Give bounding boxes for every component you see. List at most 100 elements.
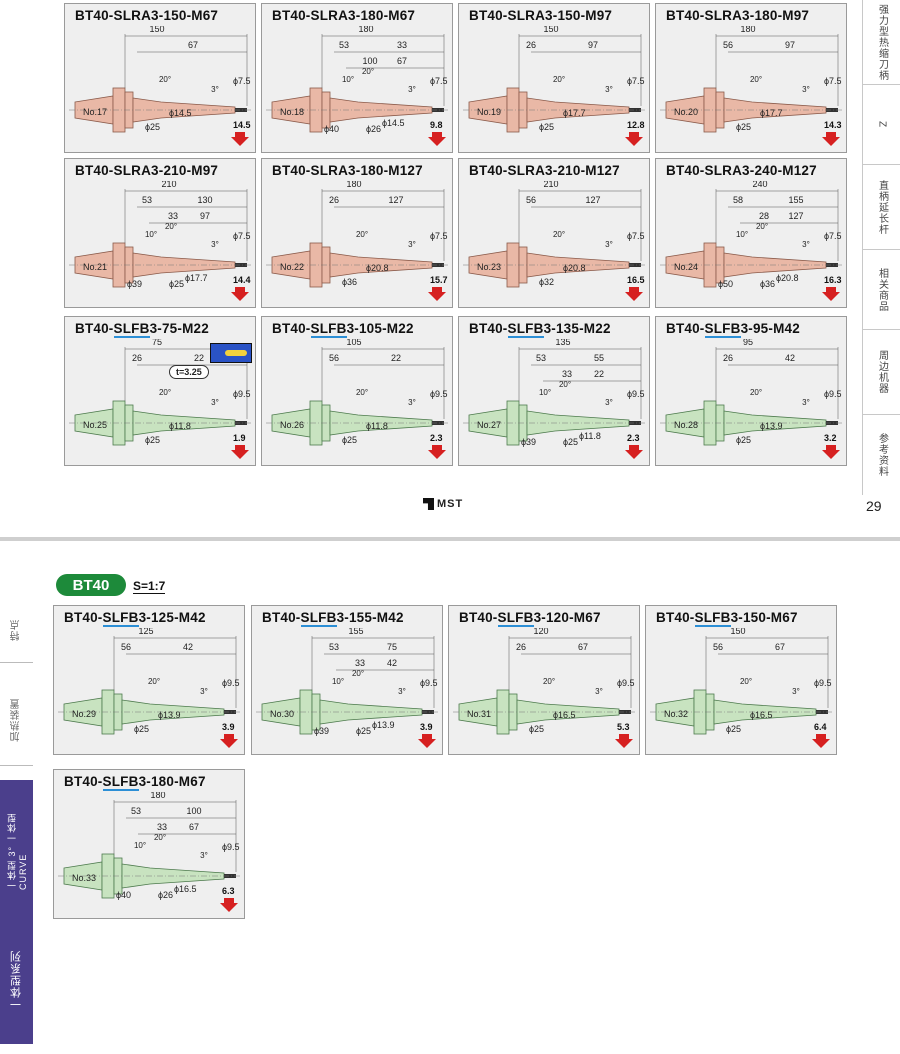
dimension-value: 26: [132, 353, 142, 363]
left-tab-features[interactable]: 特点: [0, 600, 33, 660]
tool-tip: [422, 710, 434, 714]
diameter-value: ϕ7.5: [627, 76, 645, 86]
dimension-value: 180: [150, 792, 165, 800]
item-number: No.26: [280, 420, 304, 430]
dimension-value: 56: [526, 195, 536, 205]
dimension-value: 28: [759, 211, 769, 221]
mass-value: 6.4: [814, 722, 827, 732]
model-suffix: 3-155-M42: [336, 610, 404, 625]
angle-value: 20°: [165, 222, 177, 231]
model-prefix: BT40-: [656, 610, 695, 625]
tool-tip: [235, 263, 247, 267]
model-series: SLFB: [704, 321, 741, 338]
side-tab-label: 周边机器: [876, 350, 888, 394]
side-tab-extension[interactable]: 直柄延长杆: [863, 165, 900, 250]
model-series: SLFB: [102, 774, 139, 791]
left-tab-curve[interactable]: 一体型 3° 一体型 CURVE: [0, 790, 33, 890]
angle-value: 20°: [159, 75, 171, 84]
left-tab-label: 特点: [11, 619, 22, 641]
dimension-value: 180: [740, 26, 755, 34]
angle-value: 20°: [740, 677, 752, 686]
side-tab-related[interactable]: 相关商品: [863, 250, 900, 330]
diameter-value: ϕ39: [314, 726, 329, 736]
model-suffix: 3-105-M22: [346, 321, 414, 336]
down-arrow-icon: [822, 132, 840, 146]
side-tab-machines[interactable]: 周边机器: [863, 330, 900, 415]
product-model: BT40-SLFB3-75-M22: [75, 321, 209, 338]
model-series: SLFB: [300, 610, 337, 627]
left-tab-label: 加热装置: [11, 698, 22, 742]
mass-value: 3.2: [824, 433, 837, 443]
left-tab-heating[interactable]: 加热装置: [0, 685, 33, 755]
dimension-value: 33: [355, 658, 365, 668]
item-number: No.17: [83, 107, 107, 117]
product-model: BT40-SLRA3-180-M127: [272, 163, 423, 178]
diameter-value: ϕ17.7: [563, 108, 586, 118]
angle-value: 20°: [750, 75, 762, 84]
side-tab-reference[interactable]: 参考资料: [863, 415, 900, 495]
tool-tip: [235, 108, 247, 112]
model-prefix: BT40-: [459, 610, 498, 625]
model-series: SLFB: [497, 610, 534, 627]
diameter-value: ϕ7.5: [824, 76, 842, 86]
model-prefix: BT40-SLRA3-240-M127: [666, 163, 817, 178]
angle-value: 10°: [539, 388, 551, 397]
item-number: No.29: [72, 709, 96, 719]
angle-value: 20°: [352, 669, 364, 678]
dimension-value: 125: [138, 628, 153, 636]
angle-value: 3°: [211, 240, 219, 249]
item-number: No.25: [83, 420, 107, 430]
dimension-value: 33: [157, 822, 167, 832]
model-prefix: BT40-SLRA3-180-M97: [666, 8, 810, 23]
dimension-value: 75: [387, 642, 397, 652]
item-number: No.23: [477, 262, 501, 272]
dimension-value: 135: [555, 339, 570, 347]
diameter-value: ϕ25: [563, 437, 578, 447]
angle-value: 10°: [332, 677, 344, 686]
item-number: No.24: [674, 262, 698, 272]
dimension-value: 53: [131, 806, 141, 816]
diameter-value: ϕ25: [134, 724, 149, 734]
down-arrow-icon: [625, 287, 643, 301]
left-tab-series[interactable]: 一体型系列: [0, 925, 33, 1035]
tool-tip: [826, 421, 838, 425]
diameter-value: ϕ17.7: [185, 273, 208, 283]
mass-value: 16.5: [627, 275, 645, 285]
mass-value: 12.8: [627, 120, 645, 130]
diameter-value: ϕ9.5: [430, 389, 448, 399]
dimension-value: 26: [723, 353, 733, 363]
side-tab-power[interactable]: 强力型热缩刀柄: [863, 0, 900, 85]
diameter-value: ϕ9.5: [824, 389, 842, 399]
down-arrow-icon: [822, 445, 840, 459]
dimension-value: 67: [188, 40, 198, 50]
dimension-value: 127: [585, 195, 600, 205]
dimension-value: 130: [197, 195, 212, 205]
mass-value: 2.3: [430, 433, 443, 443]
diameter-value: ϕ20.8: [366, 263, 389, 273]
product-model: BT40-SLFB3-150-M67: [656, 610, 798, 627]
taper-ratio: S=1:7: [133, 579, 166, 594]
diameter-value: ϕ11.8: [169, 421, 191, 431]
side-tab-z[interactable]: Z: [863, 85, 900, 165]
dimension-value: 100: [362, 56, 377, 66]
diameter-value: ϕ25: [736, 122, 751, 132]
